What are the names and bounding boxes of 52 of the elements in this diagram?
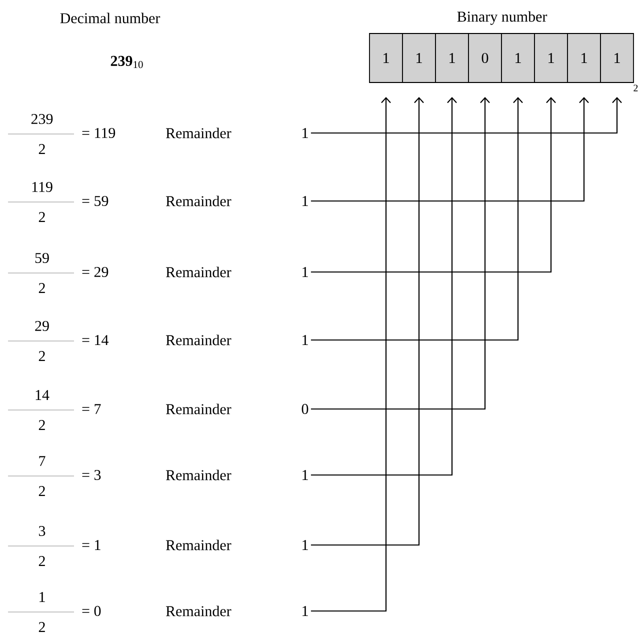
remainder-digit: 1 [302,606,308,616]
remainder-digit: 1 [302,128,308,138]
remainder-digit: 1 [302,267,308,277]
remainder-label: Remainder [166,266,232,278]
remainder-label: Remainder [166,128,232,138]
fraction: 59 2 [8,252,74,293]
quotient: = 119 [82,128,116,138]
arrow [310,96,490,410]
arrow [310,96,556,273]
fraction: 239 2 [8,114,74,154]
bit-cell: 1 [567,33,601,83]
decimal-number: 239$_{10}$ [110,56,143,68]
arrow [310,96,523,341]
remainder-label: Remainder [166,606,232,616]
remainder-digit: 1 [302,470,308,480]
bit-cell: 1 [369,33,403,83]
bit-cell: 1 [402,33,436,83]
fraction: 7 2 [8,456,74,496]
remainder-label: Remainder [166,196,232,206]
arrow [310,96,391,612]
quotient: = 29 [82,266,108,278]
fraction: 1 2 [8,592,74,632]
base-subscript: 2 [634,84,638,92]
arrow [310,96,589,202]
heading: Decimal number [60,12,160,24]
remainder-digit: 0 [302,404,308,414]
bit-cell: 1 [501,33,535,83]
remainder-label: Remainder [166,404,232,414]
quotient: = 59 [82,196,108,206]
fraction: 3 2 [8,526,74,566]
bit-cell: 1 [534,33,568,83]
bit-cell: 1 [600,33,634,83]
fraction: 14 2 [8,390,74,430]
quotient: = 1 [82,540,100,550]
remainder-digit: 1 [302,540,308,550]
bit-cell: 1 [435,33,469,83]
fraction: 119 2 [8,182,74,222]
remainder-digit: 1 [302,196,308,206]
fraction: 29 2 [8,320,74,361]
arrow [310,96,457,476]
quotient: = 3 [82,470,101,480]
quotient: = 0 [82,606,101,616]
bit-cell: 0 [468,33,502,83]
arrow [310,96,622,134]
remainder-label: Remainder [166,334,232,346]
remainder-digit: 1 [302,335,308,345]
remainder-label: Remainder [166,470,232,480]
arrow [310,96,424,546]
quotient: = 14 [82,335,108,345]
heading: Binary number [457,11,548,25]
remainder-label: Remainder [166,540,232,550]
quotient: = 7 [82,404,101,414]
